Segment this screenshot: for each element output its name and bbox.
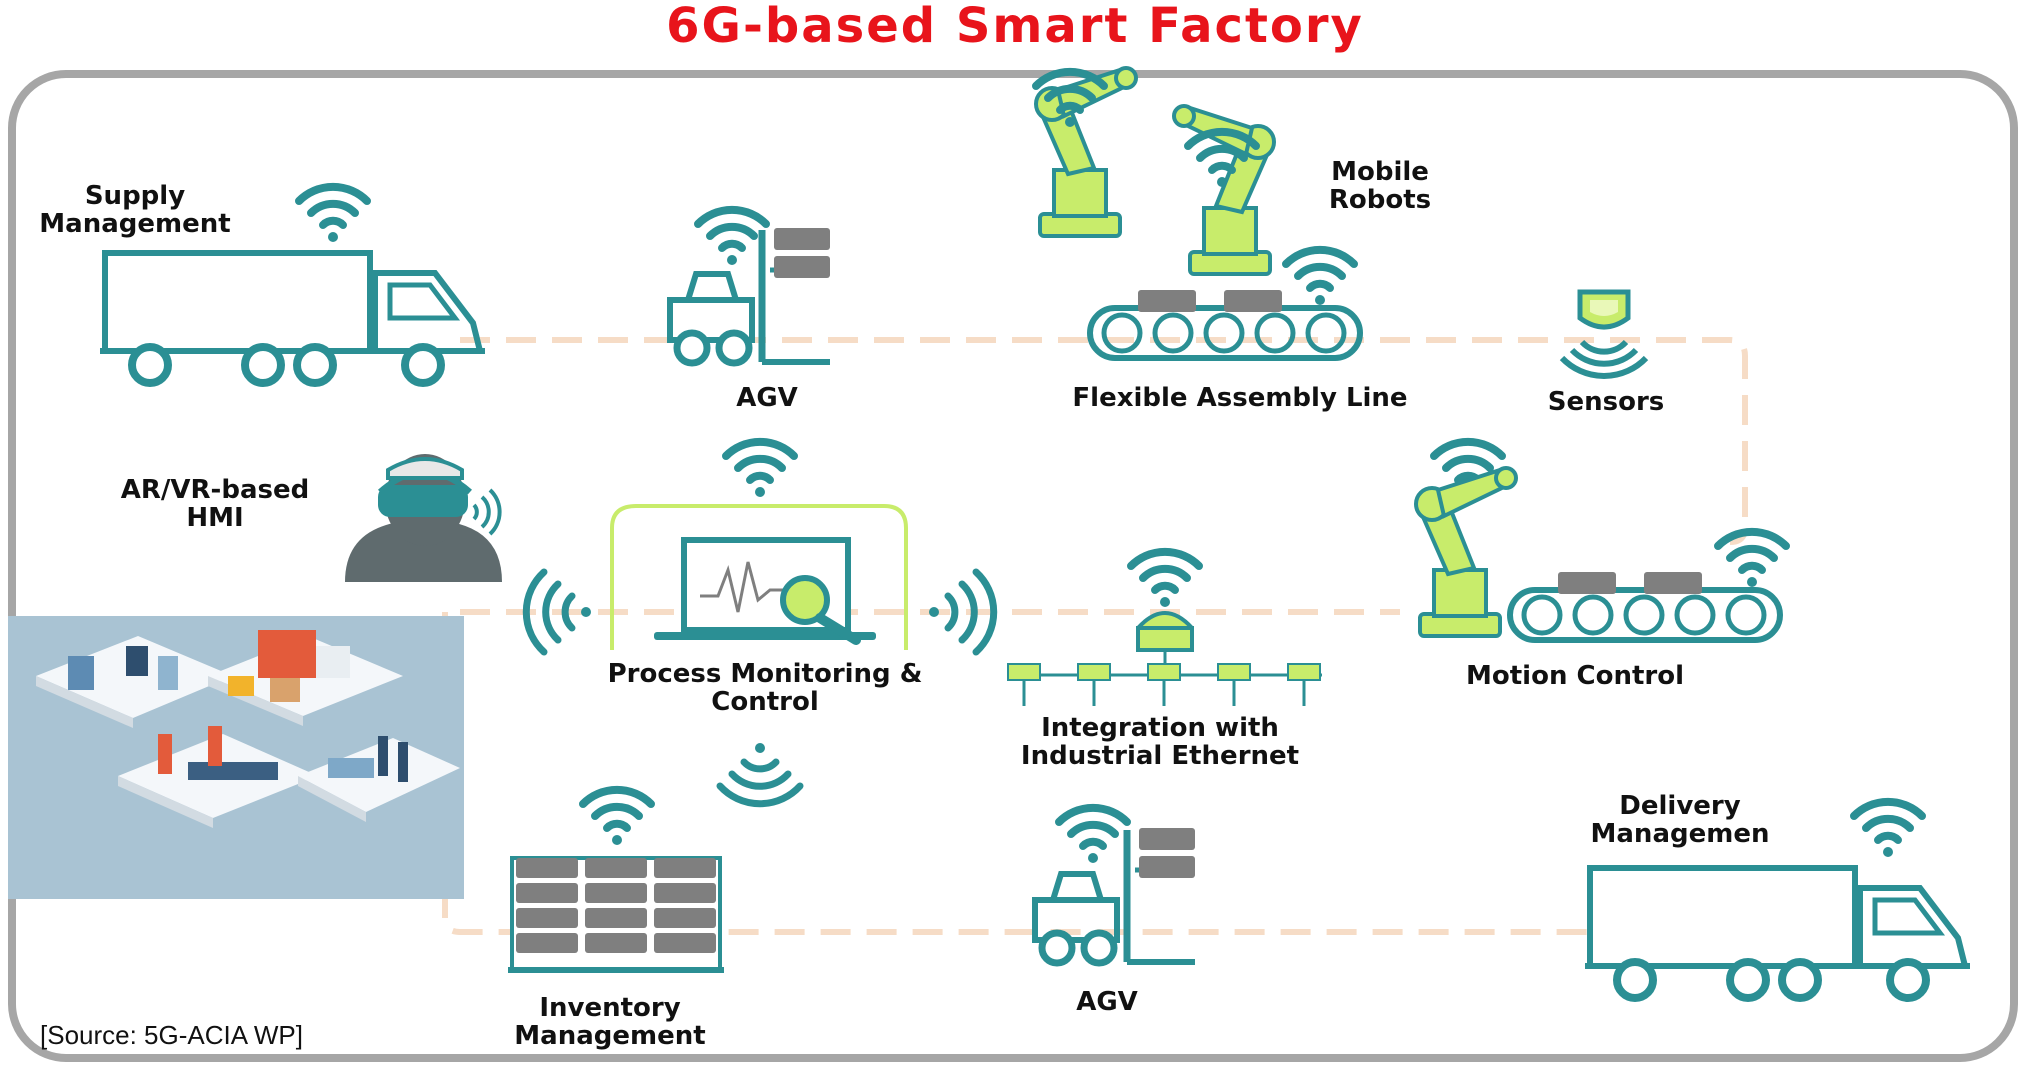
inventory-shelf-icon [508,856,724,973]
ethernet-bus [1007,663,1322,706]
signal-left-icon [522,568,591,656]
assembly-line-label: Flexible Assembly Line [1072,383,1408,413]
agv-forklift-icon [1035,828,1195,963]
wifi-icon [1131,552,1199,607]
wifi-icon [1854,802,1922,857]
agv-bottom-label: AGV [1076,987,1138,1017]
wifi-icon [726,442,794,497]
factory-frame [8,70,2018,1062]
delivery-truck-icon [1585,868,1970,998]
assembly-item [1138,290,1196,312]
wifi-icon [583,790,651,845]
ethernet-hub-icon [1136,611,1194,668]
process-frame [610,504,908,650]
wifi-icon [1286,250,1354,305]
process-monitoring-label: Process Monitoring & Control [607,659,923,717]
sensor-icon [1559,289,1649,379]
motion-control-label: Motion Control [1466,661,1684,691]
factory-illustration-inset [8,616,464,899]
wifi-icon [299,187,367,242]
source-note: [Source: 5G-ACIA WP] [40,1020,303,1050]
assembly-item [1224,290,1282,312]
supply-truck-icon [100,253,485,383]
assembly-conveyor-icon [1090,308,1360,358]
conveyor-item [1558,572,1616,594]
signal-right-icon [929,568,998,656]
sensors-label: Sensors [1547,387,1665,417]
wifi-icon [698,210,766,265]
agv-top-label: AGV [736,383,798,413]
isometric-platform [298,736,460,822]
isometric-platform [118,726,318,828]
signal-down-icon [716,743,804,808]
arvr-hmi-label: AR/VR-based HMI [120,475,310,533]
motion-conveyor-icon [1510,590,1780,640]
mobile-robots-label: Mobile Robots [1328,157,1432,215]
conveyor-item [1644,572,1702,594]
isometric-platform [208,630,403,726]
arvr-headset-person-icon [345,454,502,582]
monitor-analytics-icon [654,537,876,645]
motion-robot-arm-icon [1414,466,1518,638]
wifi-icon [1718,532,1786,587]
inventory-management-label: Inventory Management [514,993,706,1051]
isometric-platform [36,636,233,728]
industrial-ethernet-label: Integration with Industrial Ethernet [1020,713,1300,771]
diagram-title: 6G-based Smart Factory [666,0,1364,54]
supply-management-label: Supply Management [39,181,231,239]
wifi-icon [1059,808,1127,863]
delivery-management-label: Delivery Managemen [1590,791,1770,849]
